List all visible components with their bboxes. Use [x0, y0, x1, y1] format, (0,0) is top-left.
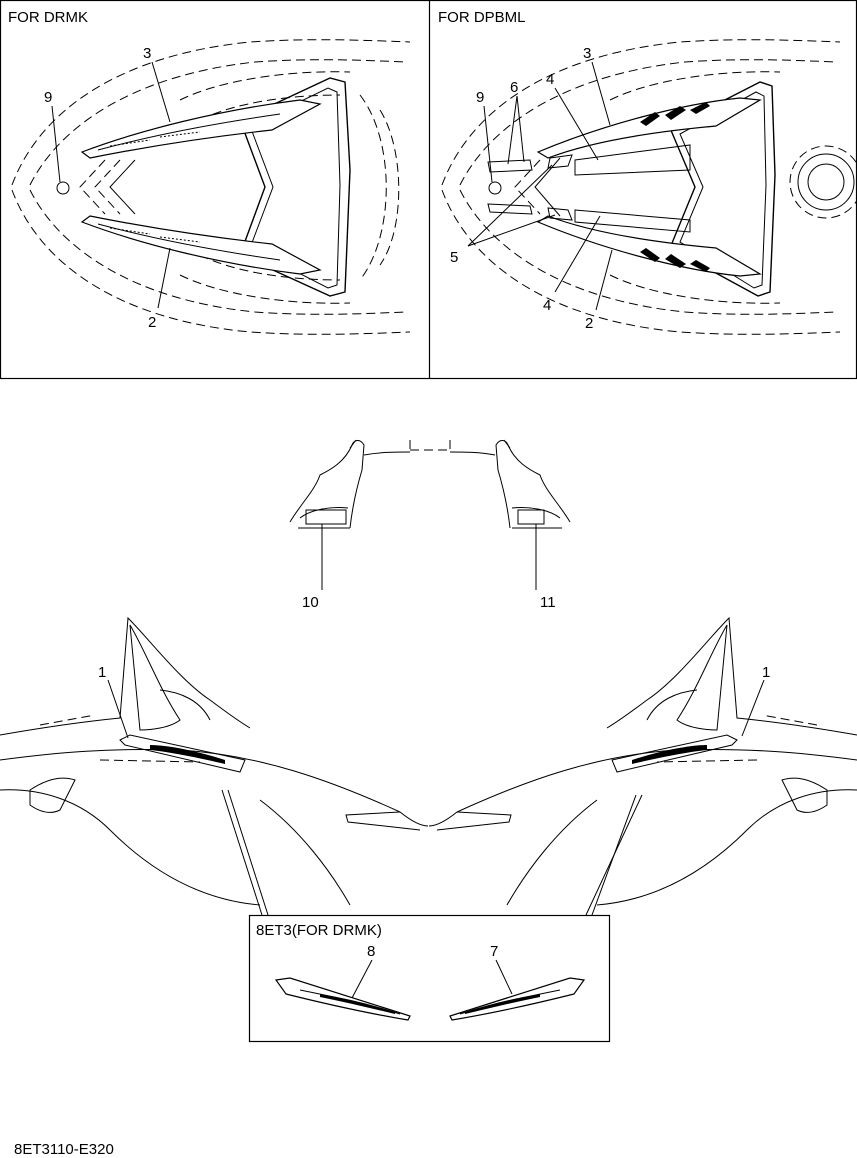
callout-tl-2: 2 [148, 314, 156, 331]
leader-tr-6b [516, 95, 525, 163]
callout-tl-3: 3 [143, 45, 151, 62]
right-fairing-drawing [428, 616, 857, 906]
callout-tr-9: 9 [476, 89, 484, 106]
leader-tl-3 [151, 61, 171, 123]
leader-tr-2 [595, 249, 613, 311]
inset-frame [248, 914, 611, 1043]
leader-inset-8a [221, 789, 263, 916]
leader-tl-9 [51, 105, 61, 183]
callout-tr-2: 2 [585, 315, 593, 332]
leader-b-1l [107, 679, 129, 739]
leader-tl-2 [157, 247, 171, 309]
leader-tr-3 [591, 61, 611, 126]
right-panel-title: FOR DPBML [438, 9, 526, 26]
callout-i-7: 7 [490, 943, 498, 960]
inset-decals [274, 977, 586, 1021]
front-cover-drawing [289, 439, 571, 529]
diagram-code: 8ET3110-E320 [14, 1141, 114, 1158]
callout-b-1l: 1 [98, 664, 106, 681]
leader-tr-4b [554, 215, 601, 293]
callout-tr-4b: 4 [543, 297, 551, 314]
leader-tr-5a [467, 164, 553, 247]
left-panel-title: FOR DRMK [8, 9, 88, 26]
left-panel-drawing [11, 39, 411, 335]
callout-tr-4a: 4 [546, 71, 554, 88]
leader-tr-6a [507, 95, 518, 165]
leader-tr-4a [554, 87, 599, 161]
leader-i-8 [351, 959, 373, 999]
leader-tr-9 [483, 105, 493, 183]
leader-inset-7b [591, 794, 637, 916]
callout-m-10: 10 [302, 594, 319, 611]
leader-b-1r [741, 679, 765, 737]
callout-tr-5: 5 [450, 249, 458, 266]
leader-tr-5b [467, 214, 556, 247]
left-fairing-drawing [0, 616, 429, 906]
top-panels-frame [0, 0, 857, 380]
callout-i-8: 8 [367, 943, 375, 960]
callout-b-1r: 1 [762, 664, 770, 681]
callout-m-11: 11 [540, 594, 556, 611]
inset-title: 8ET3(FOR DRMK) [256, 922, 382, 939]
leader-i-7 [495, 959, 513, 995]
callout-tl-9: 9 [44, 89, 52, 106]
right-panel-drawing [441, 39, 857, 335]
callout-tr-6: 6 [510, 79, 518, 96]
callout-tr-3: 3 [583, 45, 591, 62]
leader-inset-8b [227, 789, 269, 916]
